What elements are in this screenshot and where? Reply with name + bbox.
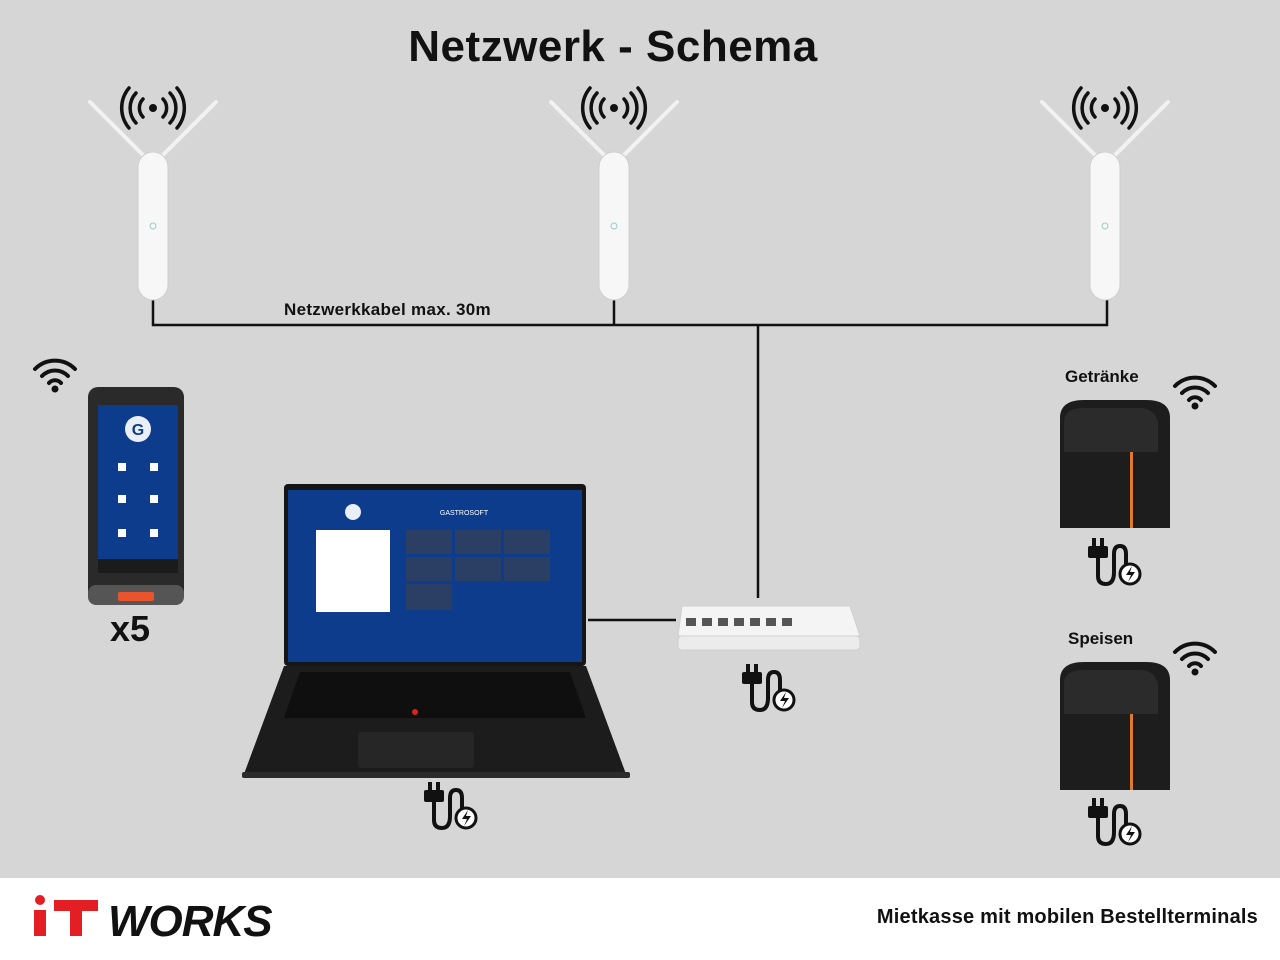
wifi-icon (33, 358, 77, 393)
wireless-signal-icon (119, 86, 187, 130)
power-plug-icon (1088, 798, 1142, 847)
wireless-signal-icon (580, 86, 648, 130)
cable-label: Netzwerkkabel max. 30m (284, 300, 491, 319)
access-point-1 (88, 86, 218, 301)
wifi-icon (1173, 375, 1217, 410)
receipt-printer-drinks (1060, 400, 1170, 528)
access-point-2 (549, 86, 679, 301)
footer-tagline: Mietkasse mit mobilen Bestellterminals (876, 906, 1258, 928)
laptop-brand-text: GASTROSOFT (440, 510, 489, 517)
access-point-device (1040, 100, 1170, 301)
power-plug-icon (424, 782, 478, 831)
wireless-signal-icon (1071, 86, 1139, 130)
laptop: GASTROSOFT (242, 484, 630, 778)
itworks-logo: WORKS (34, 895, 273, 946)
access-point-3 (1040, 86, 1170, 301)
diagram-title: Netzwerk - Schema (408, 22, 818, 71)
mobile-terminal: G (88, 387, 184, 605)
svg-text:WORKS: WORKS (108, 897, 272, 946)
printer-label-food: Speisen (1068, 629, 1134, 648)
access-point-device (88, 100, 218, 301)
power-plug-icon (742, 664, 796, 713)
power-plug-icon (1088, 538, 1142, 587)
receipt-printer-food (1060, 662, 1170, 790)
wifi-icon (1173, 641, 1217, 676)
network-switch (677, 605, 861, 651)
terminal-count: x5 (110, 608, 151, 649)
svg-text:G: G (132, 422, 144, 439)
printer-label-drinks: Getränke (1065, 367, 1139, 386)
footer-bar (0, 878, 1280, 960)
access-point-device (549, 100, 679, 301)
